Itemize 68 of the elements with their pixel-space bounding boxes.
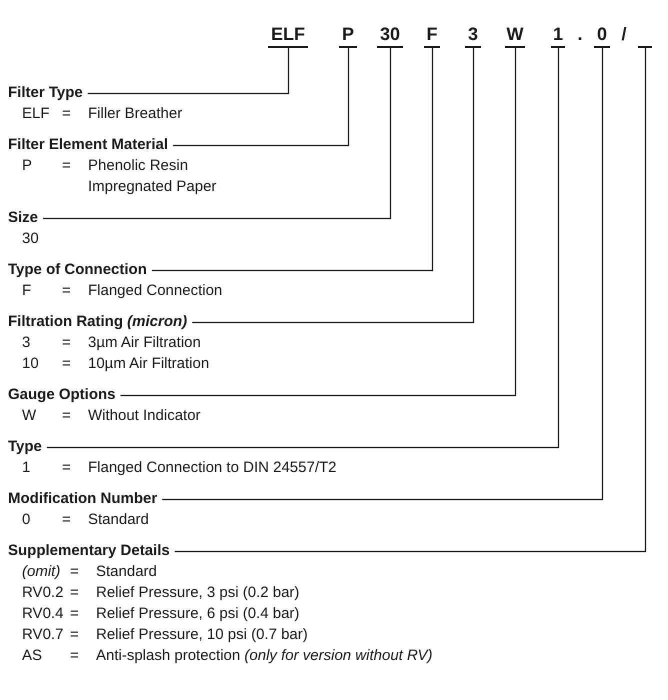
equals-sign: = <box>70 604 79 624</box>
equals-sign: = <box>70 583 79 603</box>
option-description: Standard <box>96 562 157 582</box>
equals-sign: = <box>62 354 71 374</box>
code-segment: P <box>339 22 357 48</box>
option-description: Relief Pressure, 10 psi (0.7 bar) <box>96 625 308 645</box>
section-heading: Filter Element Material <box>8 134 168 155</box>
leader-line <box>152 48 434 272</box>
option-description: Standard <box>88 510 149 530</box>
separator: . <box>576 23 584 46</box>
option-description: Flanged Connection to DIN 24557/T2 <box>88 458 336 478</box>
section-heading: Modification Number <box>8 488 158 509</box>
option-code: 3 <box>22 333 30 353</box>
option-code: 1 <box>22 458 30 478</box>
equals-sign: = <box>62 104 71 124</box>
option-code: RV0.4 <box>22 604 64 624</box>
leader-line <box>46 48 560 448</box>
code-segment: 3 <box>465 22 481 48</box>
option-code: 0 <box>22 510 30 530</box>
equals-sign: = <box>70 562 79 582</box>
separator: / <box>620 23 628 46</box>
option-description: Relief Pressure, 6 psi (0.4 bar) <box>96 604 300 624</box>
option-description: 10µm Air Filtration <box>88 354 210 374</box>
option-description: Anti-splash protection (only for version without RV) <box>96 646 433 666</box>
code-segment: ELF <box>268 22 308 48</box>
section-heading: Type of Connection <box>8 259 147 280</box>
equals-sign: = <box>62 156 71 176</box>
equals-sign: = <box>62 406 71 426</box>
option-code: AS <box>22 646 42 666</box>
option-code: 30 <box>22 229 39 249</box>
equals-sign: = <box>62 458 71 478</box>
equals-sign: = <box>62 333 71 353</box>
code-segment: W <box>505 22 525 48</box>
section-heading: Supplementary Details <box>8 540 170 561</box>
equals-sign: = <box>62 281 71 301</box>
code-segment: F <box>424 22 440 48</box>
option-description: 3µm Air Filtration <box>88 333 201 353</box>
option-code: RV0.2 <box>22 583 64 603</box>
code-segment: 0 <box>594 22 610 48</box>
section-heading: Type <box>8 436 42 457</box>
option-code: W <box>22 406 36 426</box>
option-description: Filler Breather <box>88 104 182 124</box>
code-segment: 1 <box>551 22 565 48</box>
option-code: 10 <box>22 354 39 374</box>
option-description: Flanged Connection <box>88 281 222 301</box>
equals-sign: = <box>70 646 79 666</box>
option-code: RV0.7 <box>22 625 64 645</box>
section-heading: Size <box>8 207 38 228</box>
option-description: Phenolic Resin Impregnated Paper <box>88 156 218 197</box>
leader-line <box>120 48 516 396</box>
option-code: P <box>22 156 32 176</box>
section-heading: Gauge Options <box>8 384 116 405</box>
leader-line <box>173 48 350 146</box>
option-description: Relief Pressure, 3 psi (0.2 bar) <box>96 583 300 603</box>
equals-sign: = <box>70 625 79 645</box>
option-code: ELF <box>22 104 50 124</box>
leader-line <box>43 48 392 220</box>
leader-line <box>162 48 604 500</box>
leader-line <box>174 48 646 552</box>
section-heading: Filtration Rating (micron) <box>8 311 188 332</box>
leader-line <box>88 48 290 94</box>
option-code: (omit) <box>22 562 60 582</box>
section-heading: Filter Type <box>8 82 83 103</box>
option-code: F <box>22 281 32 301</box>
option-description: Without Indicator <box>88 406 201 426</box>
equals-sign: = <box>62 510 71 530</box>
leader-line <box>192 48 474 324</box>
code-segment: 30 <box>377 22 403 48</box>
